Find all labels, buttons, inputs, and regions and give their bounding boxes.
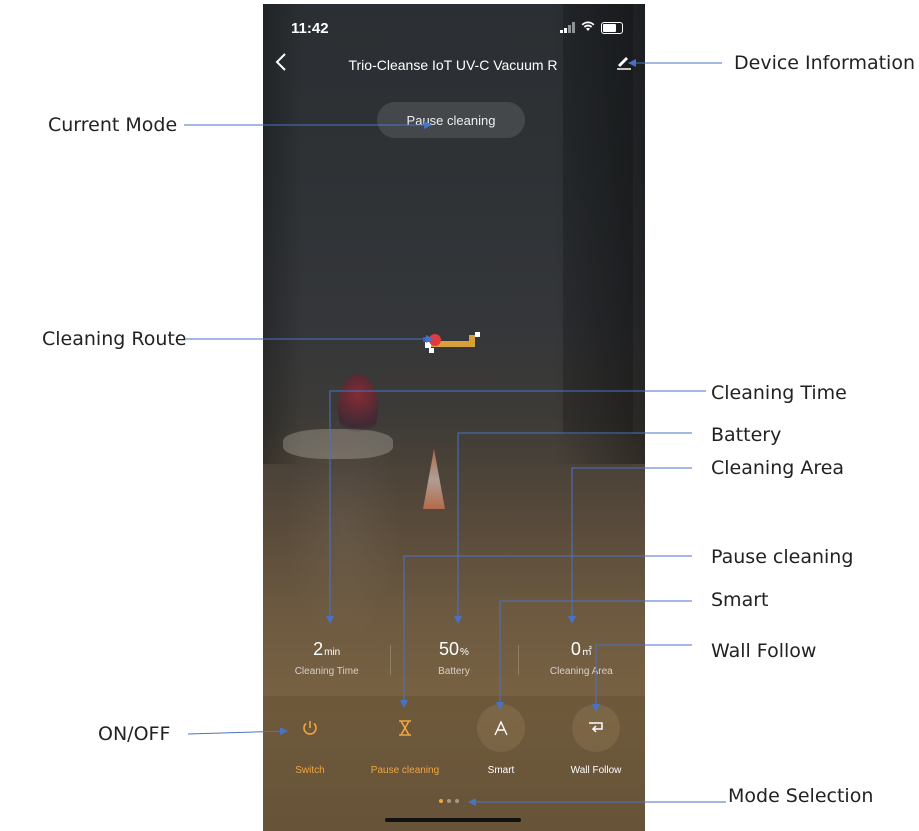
wifi-icon [581,20,595,35]
smart-mode-button[interactable]: Smart [453,704,549,776]
stat-cleaning-time: 2min Cleaning Time [294,639,359,677]
power-icon [286,704,334,752]
annotation-cleaning-area: Cleaning Area [711,457,845,479]
current-mode-pill: Pause cleaning [377,102,525,138]
background-door [563,4,633,434]
device-info-button[interactable] [613,54,635,75]
camera-background [263,4,645,464]
chevron-left-icon [275,53,286,71]
annotation-cleaning-time: Cleaning Time [711,382,847,404]
battery-icon [601,21,623,34]
cleaning-route-map [423,332,480,353]
page-dot [455,799,459,803]
device-title: Trio-Cleanse IoT UV-C Vacuum R [348,57,558,73]
annotation-smart: Smart [711,589,769,611]
switch-button[interactable]: Switch [263,704,358,776]
wall-follow-icon [572,704,620,752]
page-indicator[interactable] [439,799,459,803]
annotation-on-off: ON/OFF [98,723,171,745]
annotation-device-information: Device Information [734,52,916,74]
phone-screen: 11:42 Trio-Cleanse IoT UV-C Vacuum R Pau… [263,4,645,831]
back-button[interactable] [271,52,291,78]
mode-selection-bar [263,696,645,831]
annotation-current-mode: Current Mode [48,114,178,136]
background-object [338,374,378,444]
stat-cleaning-area: 0㎡ Cleaning Area [517,639,645,689]
pencil-icon [617,57,631,70]
stats-row: 2min Cleaning Time 50% Battery 0㎡ Cleani… [263,639,645,689]
status-time: 11:42 [291,20,329,37]
annotation-battery: Battery [711,424,782,446]
annotation-wall-follow: Wall Follow [711,640,817,662]
status-icons [560,20,623,35]
home-indicator[interactable] [385,818,521,822]
annotation-pause-cleaning: Pause cleaning [711,546,854,568]
hourglass-icon [381,704,429,752]
stat-battery: 50% Battery [390,639,517,689]
annotation-mode-selection: Mode Selection [728,785,874,807]
pause-cleaning-button[interactable]: Pause cleaning [357,704,453,776]
page-dot [447,799,451,803]
wall-follow-button[interactable]: Wall Follow [548,704,644,776]
annotation-cleaning-route: Cleaning Route [42,328,187,350]
smart-a-icon [477,704,525,752]
signal-icon [560,22,575,33]
page-dot [439,799,443,803]
background-object [283,429,393,459]
